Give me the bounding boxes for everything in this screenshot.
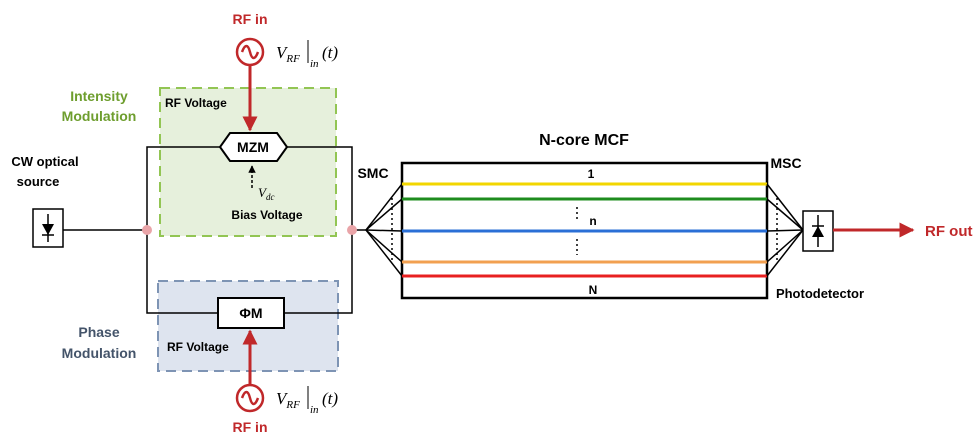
- core-label-first: 1: [588, 167, 595, 181]
- svg-text:VRF: VRF: [276, 43, 300, 65]
- source-label-line2: source: [17, 174, 60, 189]
- bottom-rf-in-label: RF in: [233, 419, 268, 435]
- core-label-last: N: [589, 283, 598, 297]
- rf-out-label: RF out: [925, 223, 972, 240]
- top-rf-source-icon: [235, 37, 265, 67]
- optical-wiring: [63, 146, 366, 314]
- phase-modulator-label: ΦM: [239, 305, 262, 321]
- msc-label: MSC: [770, 155, 801, 171]
- svg-text:(t): (t): [322, 43, 338, 62]
- svg-text:in: in: [310, 58, 319, 70]
- mzm-block: [218, 132, 289, 162]
- intensity-title-line1: Intensity: [70, 88, 128, 104]
- mzm-label: MZM: [237, 139, 269, 155]
- msc-fan-in: [766, 183, 804, 277]
- laser-source-icon: [32, 208, 64, 248]
- svg-text:(t): (t): [322, 389, 338, 408]
- phase-title-line1: Phase: [78, 324, 119, 340]
- intensity-rf-voltage-label: RF Voltage: [165, 96, 227, 110]
- bias-symbol: Vdc: [258, 185, 274, 202]
- bottom-rf-signal-formula: VRF in (t): [276, 386, 338, 416]
- photodetector-label: Photodetector: [776, 286, 864, 301]
- core-label-middle: n: [589, 214, 596, 228]
- source-label-line1: CW optical: [11, 154, 78, 169]
- phase-modulator-block: [217, 297, 285, 329]
- splitter-node: [142, 225, 152, 235]
- fiber-cores: [402, 182, 767, 278]
- phase-rf-voltage-label: RF Voltage: [167, 340, 229, 354]
- svg-text:in: in: [310, 404, 319, 416]
- top-rf-in-label: RF in: [233, 11, 268, 27]
- phase-title-line2: Modulation: [62, 345, 137, 361]
- bias-voltage-label: Bias Voltage: [231, 208, 302, 222]
- smc-label: SMC: [357, 165, 388, 181]
- fiber-title: N-core MCF: [539, 132, 629, 149]
- intensity-title-line2: Modulation: [62, 108, 137, 124]
- photodetector-icon: [802, 210, 834, 252]
- combiner-node: [347, 225, 357, 235]
- top-rf-signal-formula: VRF in (t): [276, 40, 338, 70]
- bottom-rf-source-icon: [235, 383, 265, 413]
- svg-text:VRF: VRF: [276, 389, 300, 411]
- smc-fan-out: [365, 183, 403, 277]
